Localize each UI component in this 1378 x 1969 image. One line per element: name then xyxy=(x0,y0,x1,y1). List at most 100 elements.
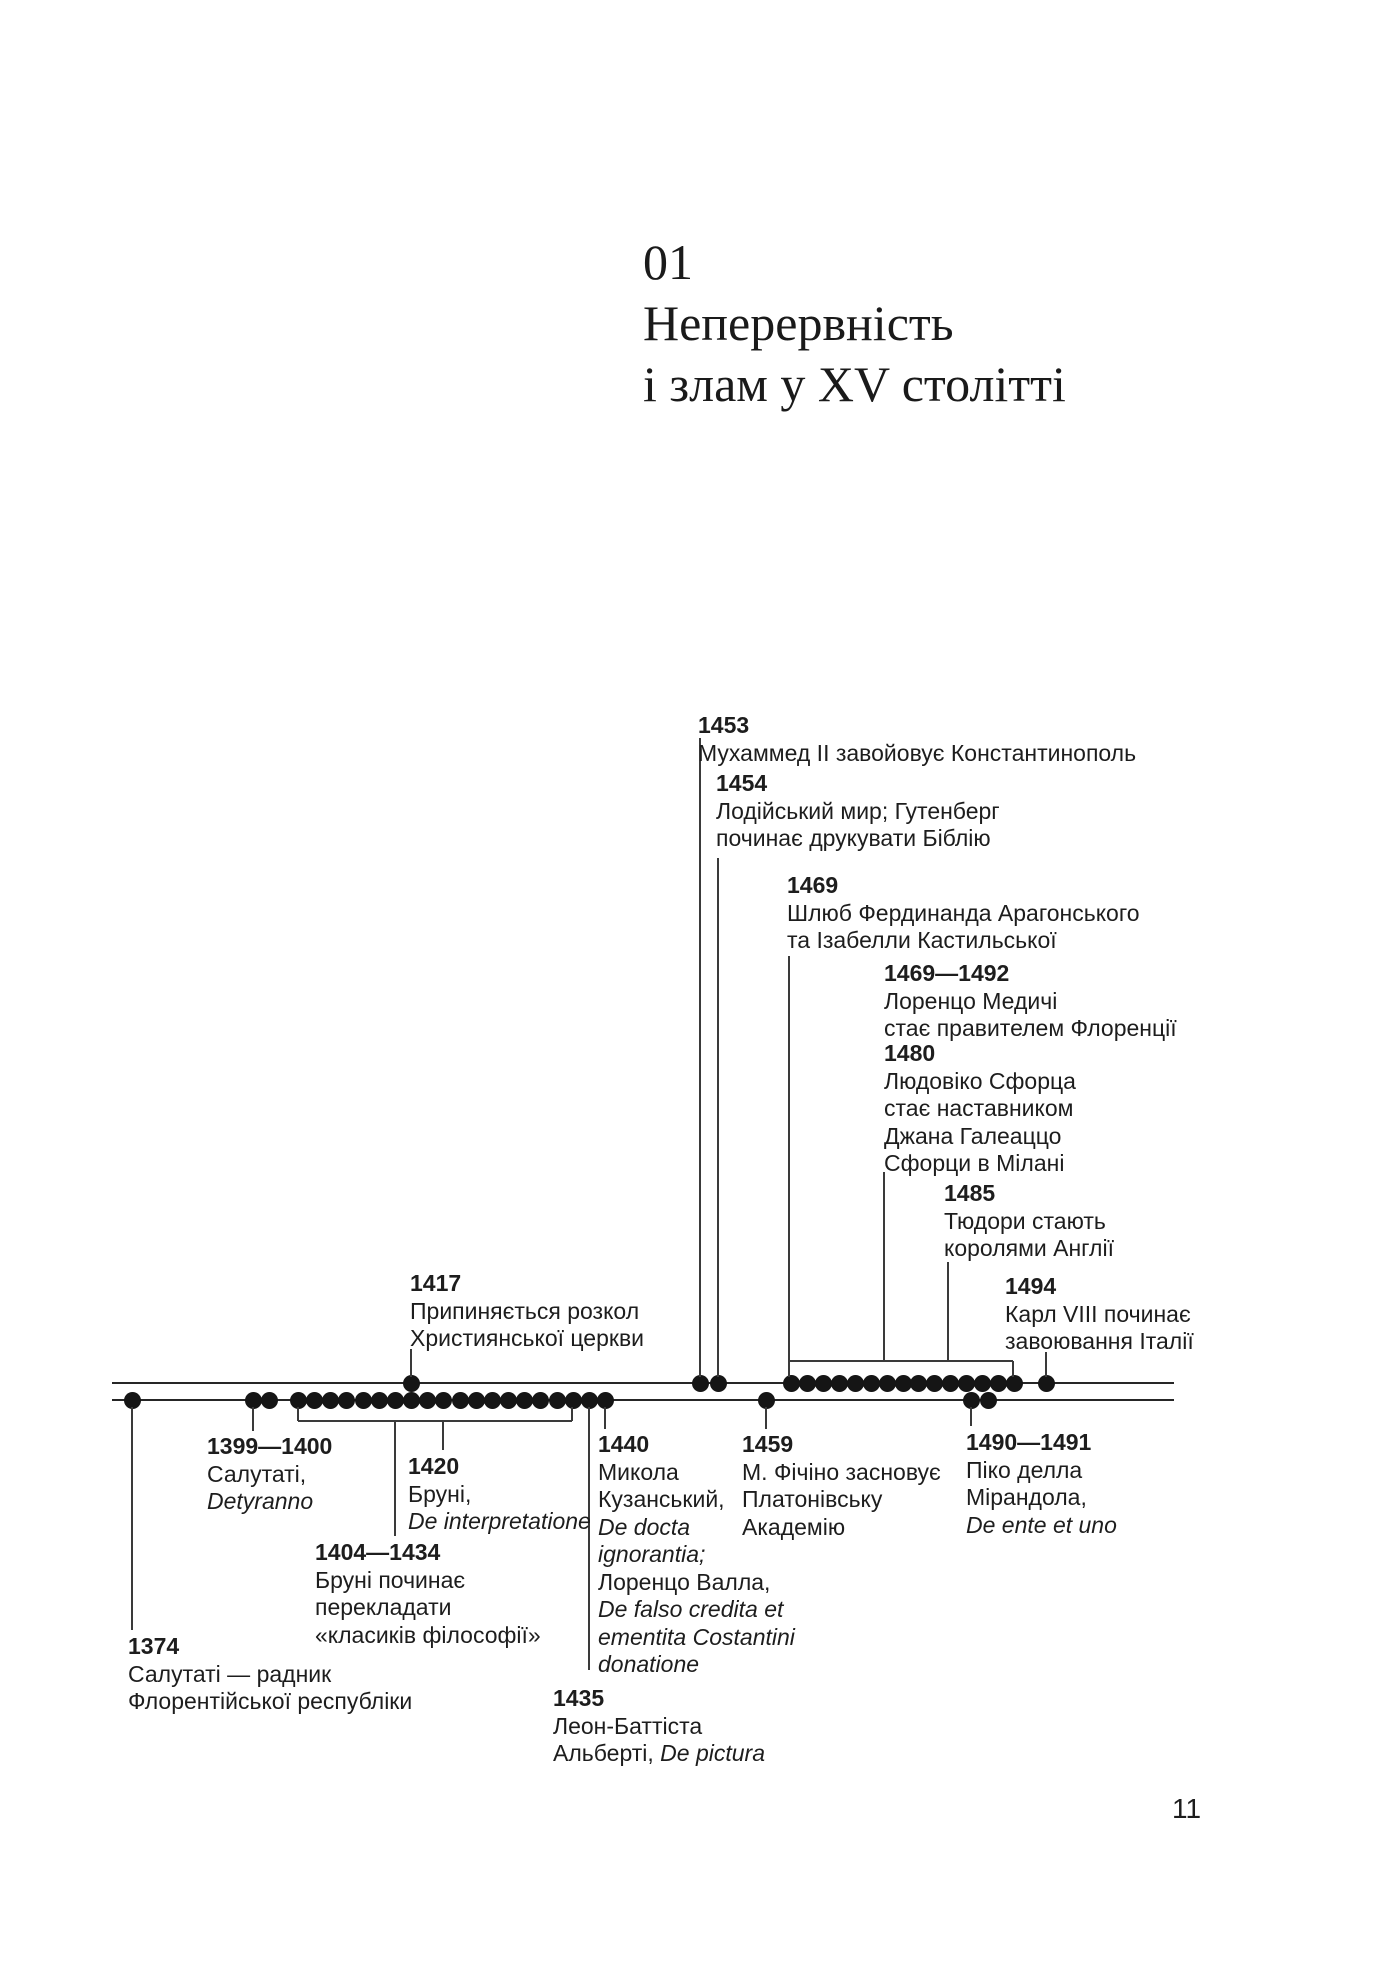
event-text-line: Альберті, De pictura xyxy=(553,1740,765,1766)
timeline-dot xyxy=(370,1391,388,1409)
event-text-line: Салутаті — радник xyxy=(128,1660,332,1687)
timeline-dot xyxy=(123,1391,141,1409)
event-text-line: Академію xyxy=(742,1513,846,1540)
timeline-dot xyxy=(260,1391,278,1409)
timeline-dot xyxy=(305,1391,323,1409)
timeline-dot xyxy=(957,1374,975,1392)
event-year: 1494 xyxy=(1005,1273,1057,1299)
event-year: 1459 xyxy=(742,1431,794,1457)
timeline-dot xyxy=(878,1374,896,1392)
connector-line xyxy=(883,1172,885,1361)
event-text-line: Лодійський мир; Гутенберг xyxy=(716,797,1000,824)
connector-line xyxy=(788,956,790,1361)
event-text-line: Сфорци в Мілані xyxy=(884,1150,1065,1176)
timeline-dot xyxy=(989,1374,1007,1392)
event-text-line: De interpretatione xyxy=(408,1508,591,1534)
event-year: 1480 xyxy=(884,1040,936,1066)
connector-line xyxy=(604,1407,606,1429)
connector-line xyxy=(571,1407,573,1421)
event-text-line: ignorantia; xyxy=(598,1541,706,1567)
timeline-dot xyxy=(830,1374,848,1392)
timeline-dot xyxy=(402,1374,420,1392)
event-year: 1469—1492 xyxy=(884,960,1010,986)
event-text-line: Лоренцо Медичі xyxy=(884,987,1058,1014)
connector-line xyxy=(717,858,719,1377)
event-text-line: Тюдори стають xyxy=(944,1207,1106,1234)
event-text-line: починає друкувати Біблію xyxy=(716,825,991,851)
timeline-dot xyxy=(402,1391,420,1409)
event-year: 1374 xyxy=(128,1633,180,1659)
timeline-dot xyxy=(289,1391,307,1409)
connector-line xyxy=(788,1361,790,1377)
event-year: 1420 xyxy=(408,1453,460,1479)
timeline-dot xyxy=(709,1374,727,1392)
connector-line xyxy=(410,1349,412,1377)
timeline-dot xyxy=(814,1374,832,1392)
timeline-dot xyxy=(596,1391,614,1409)
timeline-dot xyxy=(580,1391,598,1409)
event-text-line: Бруні починає xyxy=(315,1566,466,1593)
timeline-axis-lower xyxy=(112,1398,1174,1402)
event-text-line: стає правителем Флоренції xyxy=(884,1015,1177,1041)
event-year: 1404—1434 xyxy=(315,1539,441,1565)
connector-line xyxy=(1045,1352,1047,1377)
event-text-line: Джана Галеаццо xyxy=(884,1122,1062,1149)
event-text-line: De docta xyxy=(598,1513,691,1540)
connector-line xyxy=(970,1407,972,1426)
connector-line xyxy=(394,1421,396,1536)
event-text-line: Платонівську xyxy=(742,1486,883,1512)
event-text-line: Бруні, xyxy=(408,1480,472,1507)
chapter-number: 01 xyxy=(643,234,693,290)
event-text-line: завоювання Італії xyxy=(1005,1328,1194,1354)
event-text-line: та Ізабелли Кастильської xyxy=(787,927,1057,953)
event-text-line: королями Англії xyxy=(944,1235,1114,1261)
chapter-title-line-1: Неперервність xyxy=(643,295,954,351)
event-text-line: De ente et uno xyxy=(966,1511,1117,1538)
timeline-dot xyxy=(244,1391,262,1409)
timeline-dot xyxy=(564,1391,582,1409)
event-year: 1399—1400 xyxy=(207,1433,333,1459)
group-bracket xyxy=(298,1420,572,1422)
timeline-dot xyxy=(782,1374,800,1392)
event-text-line: Леон-Баттіста xyxy=(553,1712,703,1739)
timeline-dot xyxy=(548,1391,566,1409)
connector-line xyxy=(699,738,701,1377)
timeline-dot xyxy=(515,1391,533,1409)
timeline-axis-upper xyxy=(112,1381,1174,1385)
event-year: 1485 xyxy=(944,1180,996,1206)
event-text-line: Піко делла xyxy=(966,1456,1083,1483)
timeline-dot xyxy=(483,1391,501,1409)
connector-line xyxy=(765,1407,767,1429)
event-text-line: Кузанський, xyxy=(598,1486,725,1512)
event-text-line: Припиняється розкол xyxy=(410,1297,640,1324)
timeline-dot xyxy=(941,1374,959,1392)
timeline-dot xyxy=(467,1391,485,1409)
event-text-line: Микола xyxy=(598,1458,679,1485)
timeline-dot xyxy=(337,1391,355,1409)
connector-line xyxy=(442,1421,444,1450)
event-year: 1490—1491 xyxy=(966,1429,1092,1455)
connector-line xyxy=(297,1407,299,1421)
timeline-dot xyxy=(798,1374,816,1392)
page-title: 01 Неперервність і злам у XV столітті xyxy=(643,232,1066,415)
timeline-dot xyxy=(1037,1374,1055,1392)
timeline-dot xyxy=(925,1374,943,1392)
event-text-line: Лоренцо Валла, xyxy=(598,1568,771,1595)
timeline-dot xyxy=(434,1391,452,1409)
timeline-dot xyxy=(1005,1374,1023,1392)
timeline-dot xyxy=(354,1391,372,1409)
event-text-line: Шлюб Фердинанда Арагонського xyxy=(787,899,1140,926)
group-bracket xyxy=(789,1360,1013,1362)
